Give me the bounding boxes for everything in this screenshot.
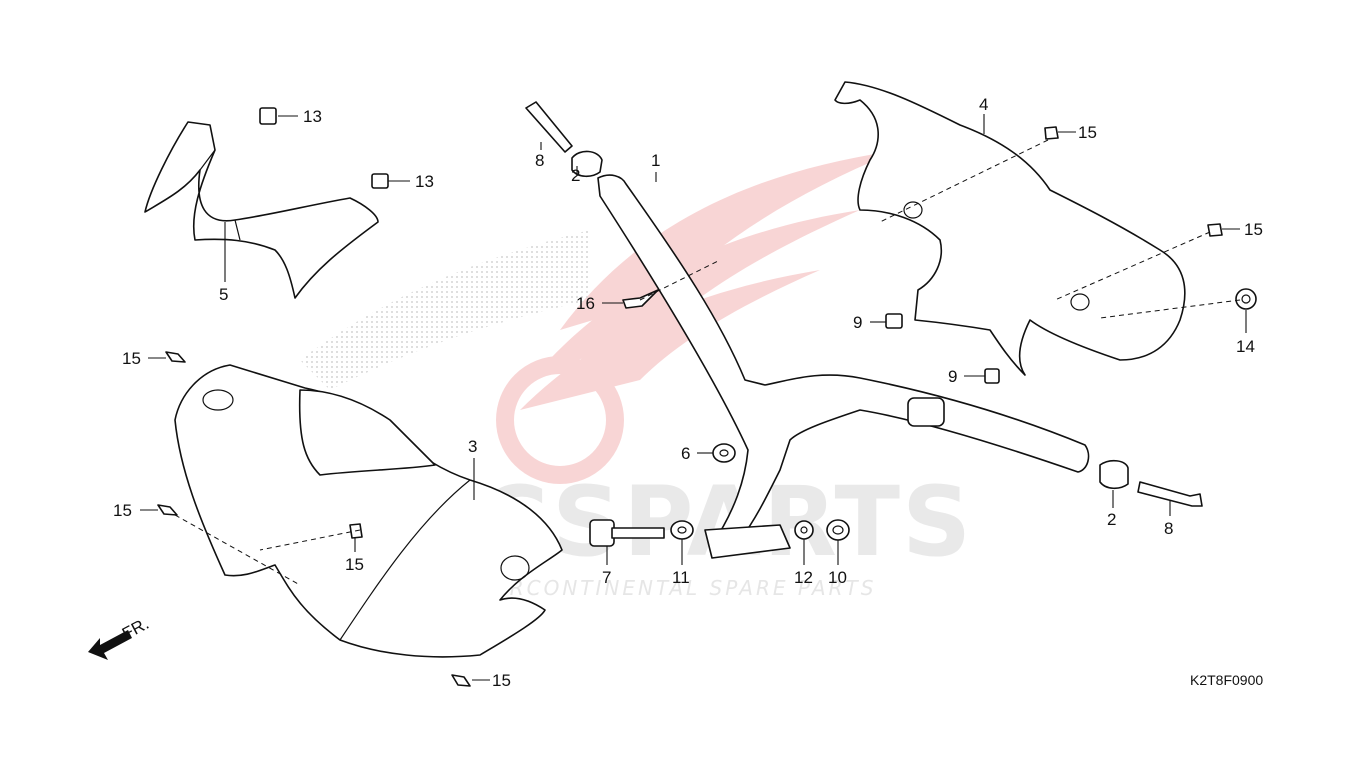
wing-logo-watermark <box>300 150 900 484</box>
callout-5: 5 <box>219 285 228 304</box>
nut-14 <box>1235 288 1257 310</box>
part-4-rear-cover <box>834 81 1186 376</box>
callout-10: 10 <box>828 568 847 587</box>
part-5-cover <box>144 121 379 299</box>
callout-16: 16 <box>576 294 595 313</box>
callout-2-right: 2 <box>1107 510 1116 529</box>
clip-9-lower <box>984 368 1000 384</box>
callout-15-d: 15 <box>492 671 511 690</box>
callout-15-c: 15 <box>345 555 364 574</box>
callouts: 1 2 2 3 4 5 6 7 8 8 9 9 10 11 12 13 13 1… <box>113 95 1263 690</box>
callout-3: 3 <box>468 437 477 456</box>
callout-14: 14 <box>1236 337 1255 356</box>
washer-11 <box>670 520 694 540</box>
washer-12 <box>794 520 814 540</box>
callout-6: 6 <box>681 444 690 463</box>
callout-7: 7 <box>602 568 611 587</box>
callout-1: 1 <box>651 151 660 170</box>
clip-13-lower <box>371 173 389 189</box>
drawing-code: K2T8F0900 <box>1190 672 1263 688</box>
screw-15-a <box>165 351 186 363</box>
callout-2-left: 2 <box>571 166 580 185</box>
callout-9-lower: 9 <box>948 367 957 386</box>
callout-15-a: 15 <box>122 349 141 368</box>
callout-4: 4 <box>979 95 988 114</box>
washer-6 <box>712 443 736 463</box>
nut-10 <box>826 519 850 541</box>
front-arrow-icon: FR. <box>88 614 152 660</box>
callout-8-left: 8 <box>535 151 544 170</box>
clip-13-upper <box>259 107 277 125</box>
bolt-7 <box>589 519 665 547</box>
clip-9-upper <box>885 313 903 329</box>
bolt-8-left <box>525 101 573 153</box>
callout-15-e: 15 <box>1078 123 1097 142</box>
screw-15-f <box>1207 223 1223 237</box>
screw-15-e <box>1044 126 1059 140</box>
bolt-8-right <box>1137 481 1203 507</box>
screw-15-b <box>157 504 178 516</box>
leader-lines <box>140 114 1247 681</box>
part-1-handlebar <box>597 174 1090 559</box>
callout-8-right: 8 <box>1164 519 1173 538</box>
callout-11: 11 <box>672 568 690 587</box>
callout-9-upper: 9 <box>853 313 862 332</box>
callout-12: 12 <box>794 568 813 587</box>
callout-15-f: 15 <box>1244 220 1263 239</box>
screw-15-d <box>451 674 471 687</box>
screw-16 <box>622 289 659 309</box>
callout-13-lower: 13 <box>415 172 434 191</box>
watermark-brand-sub: INTERCONTINENTAL SPARE PARTS <box>452 576 876 600</box>
part-3-front-cover <box>174 364 563 658</box>
callout-13-upper: 13 <box>303 107 322 126</box>
grip-2-right <box>1099 459 1129 490</box>
callout-15-b: 15 <box>113 501 132 520</box>
